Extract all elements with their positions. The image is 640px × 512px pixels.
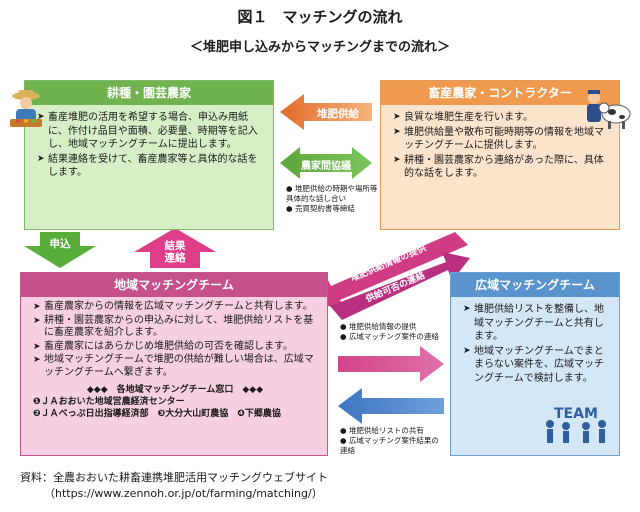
apply-arrow [24, 232, 96, 268]
compost-supply-label: 堆肥供給 [317, 108, 359, 120]
crop-farmer-body: 畜産堆肥の活用を希望する場合、申込み用紙に、作付け品目や面積、必要量、時期等を記… [25, 105, 273, 180]
wide-team-box: 広域マッチングチーム 堆肥供給リストを整備し、地域マッチングチームと共有します。… [450, 272, 620, 456]
info-provide-arrow [312, 232, 468, 310]
to-wide-notes: ● 堆肥供給情報の提供 ● 広域マッチング案件の連絡 [340, 322, 439, 341]
from-wide-arrow [338, 388, 444, 424]
crop-farmer-title: 耕種・園芸農家 [25, 81, 273, 105]
local-team-windows: ◆◆◆ 各地域マッチングチーム窓口 ◆◆◆ ❶ＪＡおおいた地域営農経済センター … [21, 380, 327, 420]
local-team-box: 地域マッチングチーム 畜産農家からの情報を広域マッチングチームと共有します。 耕… [20, 272, 328, 456]
page-subtitle: ＜堆肥申し込みからマッチングまでの流れ＞ [189, 40, 450, 55]
team-icon: TEAM [546, 406, 606, 443]
result-arrow [134, 228, 216, 268]
wide-team-body: 堆肥供給リストを整備し、地域マッチングチームと共有します。 地域マッチングチーム… [451, 297, 619, 385]
livestock-farmer-box: 畜産農家・コントラクター 良質な堆肥生産を行います。 堆肥供給量や散布可能時期等… [380, 80, 620, 230]
crop-farmer-box: 耕種・園芸農家 畜産堆肥の活用を希望する場合、申込み用紙に、作付け品目や面積、必… [24, 80, 274, 230]
coop-note-2: ● 売買契約書等締結 [286, 204, 355, 213]
local-team-body: 畜産農家からの情報を広域マッチングチームと共有します。 耕種・園芸農家からの申込… [21, 297, 327, 379]
cow-farmer-icon [587, 90, 631, 129]
coop-note-1: ● 堆肥供給の時期や場所等具体的な話し合い [286, 184, 378, 203]
farmer-coop-label: 農家間協議 [301, 161, 351, 172]
page-title: 図１ マッチングの流れ [237, 8, 403, 26]
source-line-2: （https://www.zennoh.or.jp/ot/farming/mat… [44, 487, 323, 500]
team-text: TEAM [554, 406, 598, 422]
farmer-icon [10, 90, 42, 127]
source-caption: 資料：全農おおいた耕畜連携堆肥活用マッチングウェブサイト （https://ww… [20, 470, 328, 502]
result-label: 結果 連絡 [164, 240, 186, 264]
farmer-coop-arrow [280, 147, 372, 179]
from-wide-notes: ● 堆肥供給リストの共有 ● 広域マッチング案件結果の連絡 [340, 426, 439, 455]
feasibility-arrow [330, 252, 470, 320]
apply-label: 申込 [49, 238, 71, 250]
compost-supply-arrow [280, 94, 372, 130]
windows-title: ◆◆◆ 各地域マッチングチーム窓口 ◆◆◆ [86, 385, 264, 395]
livestock-farmer-body: 良質な堆肥生産を行います。 堆肥供給量や散布可能時期等の情報を地域マッチングチー… [381, 105, 619, 181]
windows-line-2: ❷ＪＡべっぷ日出指導経済部 ❸大分大山町農協 ❹下郷農協 [33, 409, 281, 419]
livestock-farmer-title: 畜産農家・コントラクター [381, 81, 619, 105]
coop-notes: ● 堆肥供給の時期や場所等具体的な話し合い ● 売買契約書等締結 [286, 184, 378, 214]
windows-line-1: ❶ＪＡおおいた地域営農経済センター [33, 397, 185, 407]
to-wide-arrow [338, 346, 444, 382]
local-team-title: 地域マッチングチーム [21, 273, 327, 297]
wide-team-title: 広域マッチングチーム [451, 273, 619, 297]
source-line-1: 資料：全農おおいた耕畜連携堆肥活用マッチングウェブサイト [20, 471, 328, 484]
